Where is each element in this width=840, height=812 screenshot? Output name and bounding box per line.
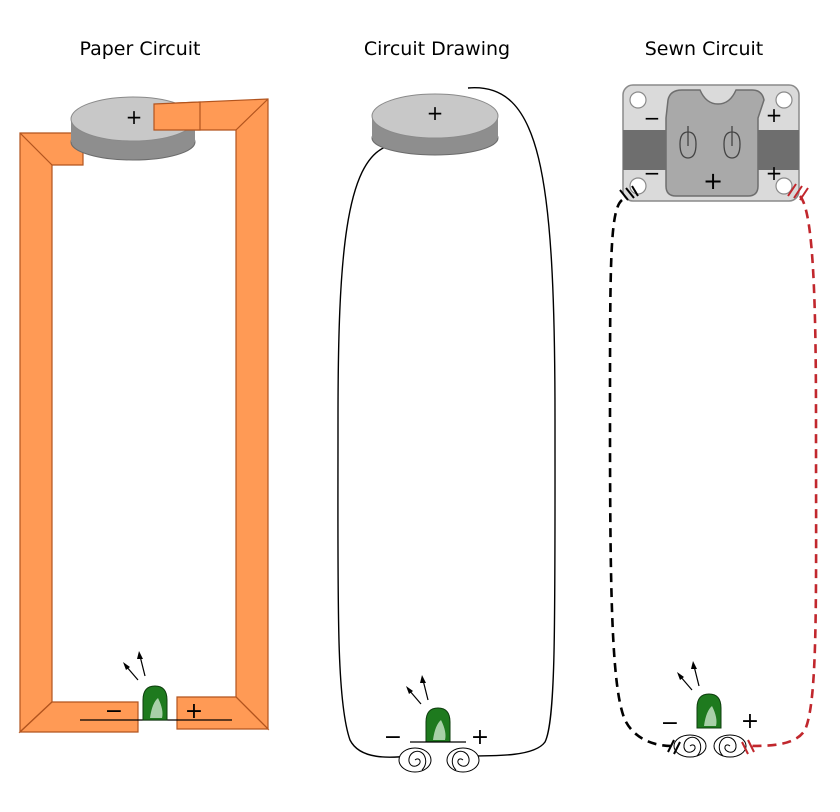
spiral-lead-right-icon [713,734,747,758]
panel-title-sewn-circuit: Sewn Circuit [645,38,764,60]
sewn-circuit-panel: + − + − + [608,84,818,758]
copper-tape-left [18,132,139,734]
battery-holder: + − + − + [622,84,800,202]
panel-title-paper-circuit: Paper Circuit [79,38,200,60]
positive-sign: + [741,709,759,734]
battery-plus-sign: + [427,101,444,125]
positive-sign: + [185,699,203,724]
led [410,707,466,743]
holder-plus-bottom-sign: + [766,161,783,185]
coin-battery: + [371,93,499,156]
holder-minus-bottom-sign: − [644,161,661,185]
light-arrows-icon [677,661,700,691]
negative-sign: − [384,725,402,750]
wire-negative [337,145,411,758]
spiral-lead-left-icon [398,747,432,773]
spiral-lead-right-icon [446,747,480,773]
panel-title-circuit-drawing: Circuit Drawing [364,38,510,60]
light-arrows-icon [406,675,429,705]
copper-tape-right [153,98,270,731]
negative-sign: − [661,711,679,736]
light-arrows-icon [123,651,146,681]
thread-negative [608,199,673,748]
spiral-lead-left-icon [673,734,707,758]
stitch-marks-negative [619,185,639,201]
stitch-marks-led [667,739,755,755]
circuit-drawing-panel: + − + [337,87,556,773]
led [80,685,232,721]
holder-plus-top-sign: + [766,103,783,127]
battery-plus-sign: + [126,105,143,129]
led [696,693,722,729]
holder-minus-top-sign: − [644,106,661,130]
paper-circuit-panel: + − + [18,96,270,734]
thread-positive [744,195,818,748]
wire-positive [465,87,556,757]
holder-plus-sign: + [703,167,723,195]
negative-sign: − [105,699,123,724]
positive-sign: + [471,725,489,750]
